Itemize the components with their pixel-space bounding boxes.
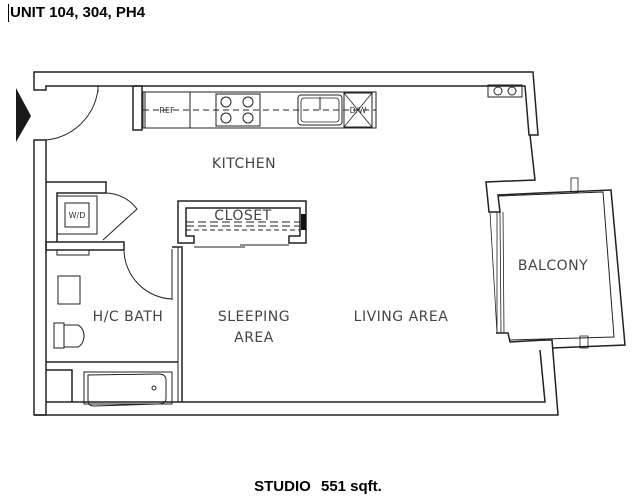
label-balcony: BALCONY [518,258,588,274]
unit-type: STUDIO [254,478,311,495]
entry-door-swing [45,88,99,141]
label-fridge: REF [159,106,175,115]
label-sleeping-1: SLEEPING [218,309,290,325]
closet [177,200,307,248]
label-bath: H/C BATH [93,309,164,325]
label-washer-dryer: W/D [69,211,86,220]
exterior-wall [33,71,559,416]
unit-summary: STUDIO 551 sqft. [0,478,636,495]
label-sleeping-2: AREA [234,330,274,346]
laundry-closet [45,181,138,251]
entry-arrow-icon [16,88,31,142]
balcony-outline [489,177,626,349]
unit-title: UNIT 104, 304, PH4 [8,4,146,22]
label-living: LIVING AREA [354,309,449,325]
label-dishwasher: D/W [350,106,367,115]
bathroom [46,249,178,407]
label-closet: CLOSET [214,208,271,224]
unit-area: 551 sqft. [320,478,382,495]
kitchen-counter [132,85,377,131]
label-kitchen: KITCHEN [212,156,276,172]
